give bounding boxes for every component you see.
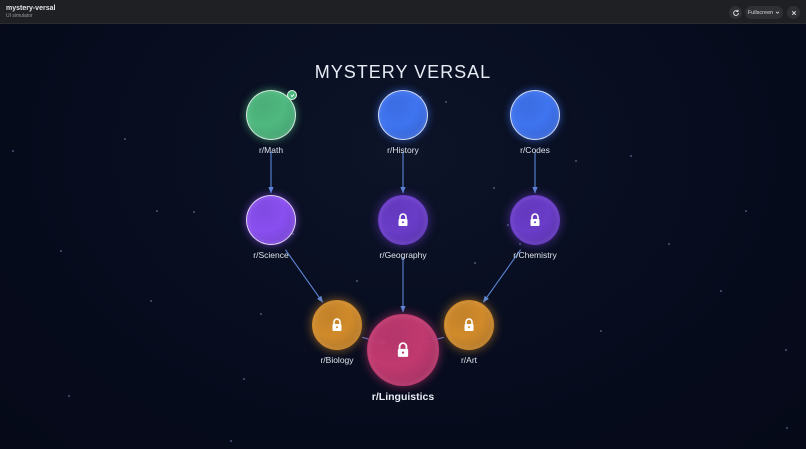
- game-title: MYSTERY VERSAL: [314, 62, 492, 82]
- fullscreen-dropdown[interactable]: Fullscreen: [745, 6, 783, 19]
- star-dot: [230, 440, 232, 442]
- edge-science-biology: [284, 249, 324, 303]
- completed-check-icon: [287, 90, 297, 100]
- lock-icon: [397, 342, 409, 357]
- star-dot: [600, 330, 602, 332]
- app-name: mystery-versal: [6, 5, 56, 12]
- lock-icon: [398, 213, 408, 226]
- close-button[interactable]: [787, 6, 800, 19]
- lock-icon: [332, 318, 342, 331]
- node-label-geography: r/Geography: [379, 250, 427, 260]
- star-dot: [156, 210, 158, 212]
- star-dot: [445, 101, 447, 103]
- star-dot: [124, 138, 126, 140]
- lock-icon: [530, 213, 540, 226]
- star-dot: [575, 160, 577, 162]
- node-label-art: r/Art: [460, 355, 478, 365]
- node-geography[interactable]: [378, 195, 428, 245]
- node-label-chemistry: r/Chemistry: [513, 250, 557, 260]
- refresh-button[interactable]: [729, 6, 742, 19]
- fullscreen-label: Fullscreen: [747, 9, 774, 16]
- node-label-biology: r/Biology: [320, 355, 354, 365]
- star-dot: [519, 243, 521, 245]
- star-dot: [260, 313, 262, 315]
- node-science[interactable]: [246, 195, 296, 245]
- star-dot: [630, 155, 632, 157]
- chevron-down-icon: [775, 11, 780, 14]
- node-label-linguistics: r/Linguistics: [371, 391, 435, 403]
- node-art[interactable]: [444, 300, 494, 350]
- node-label-science: r/Science: [253, 250, 289, 260]
- app-subtitle: UI simulator: [6, 13, 33, 19]
- lock-icon: [464, 318, 474, 331]
- node-chemistry[interactable]: [510, 195, 560, 245]
- star-dot: [668, 243, 670, 245]
- refresh-icon: [732, 9, 739, 16]
- node-label-history: r/History: [387, 145, 419, 155]
- star-dot: [68, 395, 70, 397]
- star-dot: [150, 300, 152, 302]
- star-dot: [720, 290, 722, 292]
- close-icon: [791, 10, 796, 15]
- star-dot: [292, 233, 294, 235]
- node-biology[interactable]: [312, 300, 362, 350]
- window-titlebar: mystery-versal UI simulator Fullscreen: [0, 0, 806, 24]
- edge-chemistry-art: [482, 249, 522, 303]
- star-dot: [12, 150, 14, 152]
- star-dot: [474, 262, 476, 264]
- star-dot: [356, 280, 358, 282]
- star-dot: [507, 224, 509, 226]
- node-linguistics[interactable]: [367, 314, 439, 386]
- node-history[interactable]: [378, 90, 428, 140]
- node-label-math: r/Math: [258, 145, 284, 155]
- star-dot: [243, 378, 245, 380]
- star-dot: [786, 427, 788, 429]
- star-dot: [60, 250, 62, 252]
- star-dot: [493, 187, 495, 189]
- node-codes[interactable]: [510, 90, 560, 140]
- node-label-codes: r/Codes: [520, 145, 550, 155]
- star-dot: [785, 349, 787, 351]
- star-dot: [193, 211, 195, 213]
- star-dot: [745, 210, 747, 212]
- node-math[interactable]: [246, 90, 297, 140]
